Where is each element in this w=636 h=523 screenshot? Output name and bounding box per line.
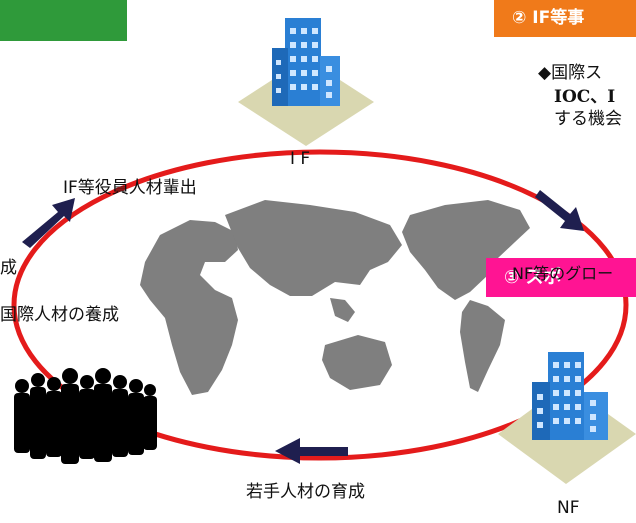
map-southeast-asia — [330, 298, 355, 322]
map-south-america — [460, 300, 505, 392]
section-header-bar — [0, 0, 127, 41]
label-nf-global: NF等のグロー — [512, 264, 614, 283]
info-line-1: ◆国際ス — [538, 63, 603, 83]
label-young-talent: 若手人材の育成 — [246, 482, 365, 502]
arrow-bottom-icon — [275, 438, 348, 464]
map-europe-africa — [140, 220, 238, 395]
section-3-tab: ③ スポ — [486, 258, 636, 297]
world-map — [140, 200, 530, 395]
nf-node-label: NF — [557, 498, 580, 518]
label-left-cut: 成 — [0, 258, 17, 278]
map-australia — [322, 335, 392, 390]
section-3-tab-label: ③ スポ — [504, 267, 562, 288]
nf-building-icon — [498, 352, 636, 484]
people-silhouette-icon — [14, 368, 157, 464]
if-node-label: I F — [290, 149, 311, 169]
info-line-3: する機会 — [554, 109, 622, 129]
cycle-ellipse — [11, 149, 629, 461]
map-north-america — [402, 200, 530, 300]
label-if-officer-dispatch: IF等役員人材輩出 — [63, 178, 197, 198]
section-2-tab: ② IF等事 — [494, 0, 636, 37]
info-line-2: IOC、I — [554, 87, 616, 107]
if-building-icon — [238, 18, 374, 146]
section-2-tab-label: ② IF等事 — [512, 8, 585, 28]
label-international-talent: 国際人材の養成 — [0, 305, 119, 325]
map-asia — [225, 200, 402, 296]
arrow-top-right-icon — [535, 190, 584, 231]
arrow-top-left-icon — [22, 198, 75, 248]
